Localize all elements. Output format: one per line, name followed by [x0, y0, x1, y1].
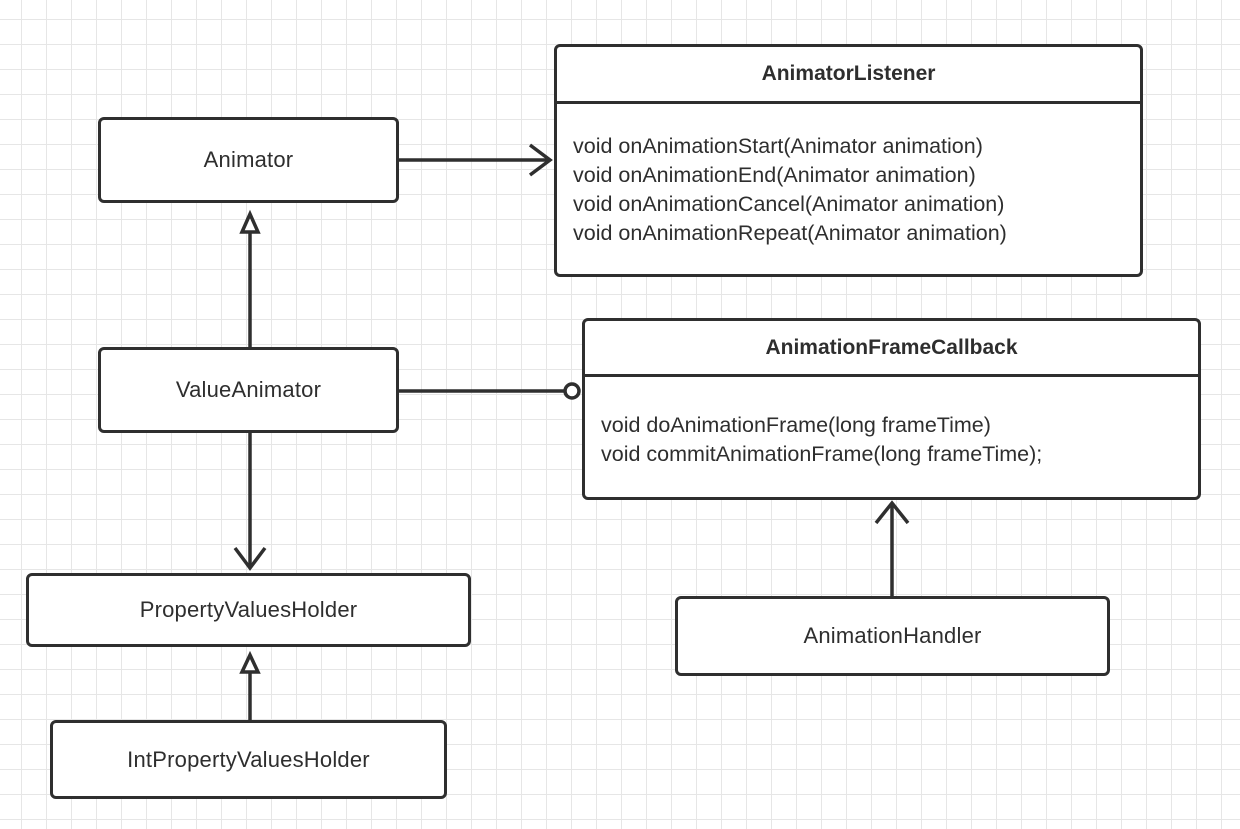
property-values-holder-label: PropertyValuesHolder	[139, 597, 358, 622]
animation-handler-label: AnimationHandler	[803, 623, 982, 648]
method-commit-animation-frame: void commitAnimationFrame(long frameTime…	[601, 442, 1043, 466]
animator-listener-methods: void onAnimationStart(Animator animation…	[557, 104, 1140, 248]
method-on-animation-cancel: void onAnimationCancel(Animator animatio…	[573, 192, 1005, 216]
animation-frame-callback-methods: void doAnimationFrame(long frameTime) vo…	[585, 377, 1198, 469]
value-animator-box: ValueAnimator	[98, 347, 399, 433]
framecallback-interface-circle	[563, 382, 581, 400]
animator-listener-class: AnimatorListener void onAnimationStart(A…	[554, 44, 1143, 277]
property-values-holder-box: PropertyValuesHolder	[26, 573, 471, 647]
animation-frame-callback-title: AnimationFrameCallback	[585, 321, 1198, 377]
method-on-animation-start: void onAnimationStart(Animator animation…	[573, 134, 983, 158]
animator-box: Animator	[98, 117, 399, 203]
animation-handler-box: AnimationHandler	[675, 596, 1110, 676]
animator-listener-arrowhead	[528, 143, 553, 177]
animator-label: Animator	[203, 147, 294, 172]
valueanimator-animator-inheritance-arrowhead	[239, 209, 261, 234]
valueanimator-pvh-arrowhead	[233, 546, 267, 571]
method-do-animation-frame: void doAnimationFrame(long frameTime)	[601, 413, 991, 437]
int-property-values-holder-label: IntPropertyValuesHolder	[127, 746, 370, 772]
handler-framecallback-arrowhead	[874, 500, 910, 525]
int-property-values-holder-box: IntPropertyValuesHolder	[50, 720, 447, 799]
value-animator-label: ValueAnimator	[175, 377, 322, 402]
method-on-animation-repeat: void onAnimationRepeat(Animator animatio…	[573, 221, 1007, 245]
animation-frame-callback-class: AnimationFrameCallback void doAnimationF…	[582, 318, 1201, 500]
intpvh-pvh-inheritance-arrowhead	[239, 650, 261, 674]
method-on-animation-end: void onAnimationEnd(Animator animation)	[573, 163, 976, 187]
animator-listener-title: AnimatorListener	[557, 47, 1140, 104]
